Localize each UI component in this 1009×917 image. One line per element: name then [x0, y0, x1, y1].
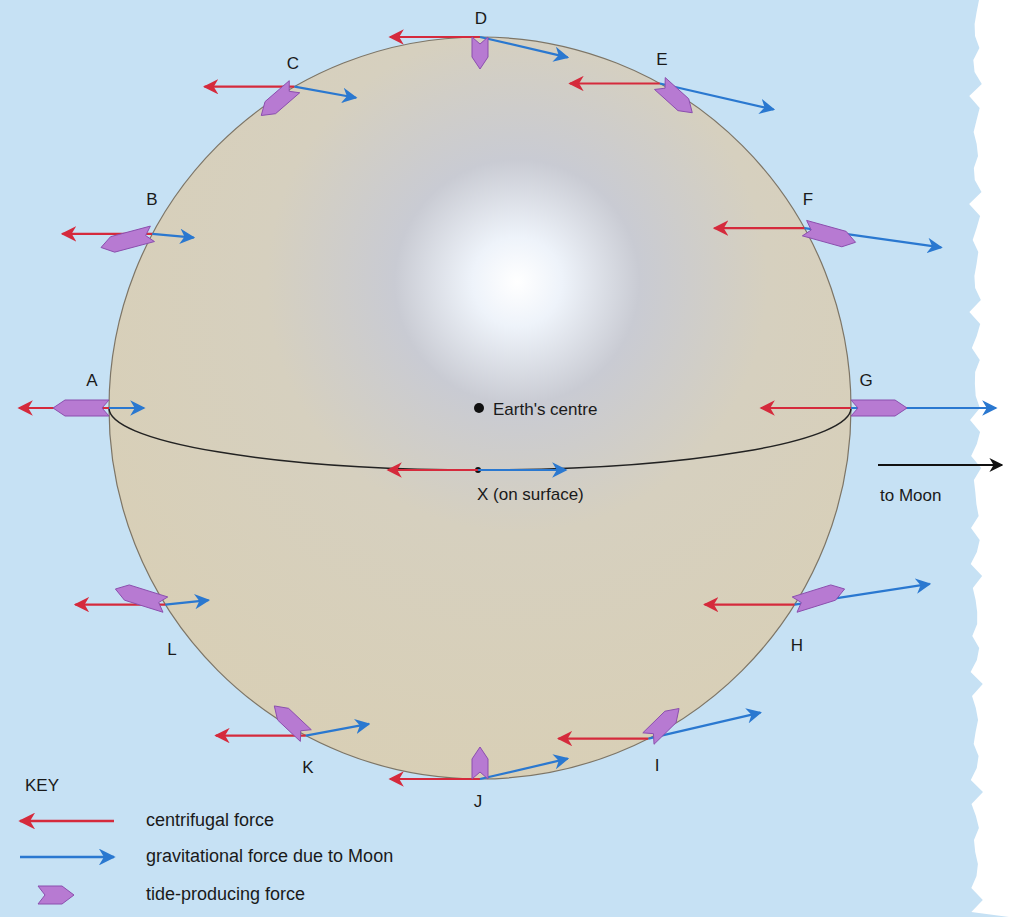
force-arrows [19, 37, 1002, 779]
tide-force-arrow [101, 226, 154, 252]
point-letter: G [859, 372, 872, 391]
centre-dot [474, 403, 484, 413]
centre-label: Earth's centre [493, 401, 597, 420]
gravity-arrow [165, 600, 208, 604]
point-letter: C [287, 55, 299, 74]
gravity-arrow [109, 407, 144, 409]
tide-force-arrow [472, 37, 488, 69]
tide-force-arrow [261, 81, 299, 116]
tide-force-arrow [655, 78, 693, 113]
point-letter: E [656, 51, 667, 70]
point-letter: I [655, 757, 660, 776]
centrifugal-arrow [570, 82, 660, 84]
legend-entry: centrifugal force [14, 806, 434, 836]
tide-force-arrow [792, 585, 844, 612]
centrifugal-arrow [390, 778, 480, 780]
key-heading: KEY [25, 777, 59, 796]
legend-text: gravitational force due to Moon [146, 846, 393, 867]
legend-text: centrifugal force [146, 810, 274, 831]
point-letter: A [86, 372, 97, 391]
tide-force-arrow [851, 400, 907, 416]
tide-force-arrow [643, 709, 679, 745]
legend-text: tide-producing force [146, 884, 305, 905]
legend-sample [14, 842, 124, 872]
gravity-arrow [152, 234, 193, 238]
point-letter: J [474, 793, 483, 812]
point-letter: D [475, 10, 487, 29]
tide-force-arrow [115, 585, 167, 612]
legend-sample [14, 880, 124, 910]
centrifugal-arrow [216, 734, 306, 736]
centrifugal-arrow [558, 737, 648, 739]
gravity-arrow [478, 469, 566, 471]
centrifugal-arrow [714, 227, 804, 229]
point-letter: K [302, 759, 313, 778]
tide-force-arrow [802, 220, 855, 246]
gravity-arrow [480, 37, 568, 57]
gravity-arrow [295, 87, 357, 98]
gravity-arrow [306, 724, 369, 736]
centrifugal-arrow [390, 36, 480, 38]
legend-centrifugal-sample [20, 820, 114, 822]
point-letter: B [146, 191, 157, 210]
legend-gravity-sample [20, 856, 114, 858]
legend-entry: gravitational force due to Moon [14, 842, 434, 872]
centrifugal-arrow [388, 469, 478, 471]
point-letter: H [791, 637, 803, 656]
centrifugal-arrow [761, 407, 851, 409]
tide-force-arrow [38, 886, 74, 904]
moon-direction-arrow [878, 464, 1002, 466]
tide-force-arrow [472, 747, 488, 779]
equator-line [109, 408, 851, 470]
torn-edge [969, 0, 1009, 917]
gravity-arrow [480, 759, 568, 779]
legend-sample [14, 806, 124, 836]
point-letter: F [803, 191, 813, 210]
legend-entry: tide-producing force [14, 880, 434, 910]
centrifugal-arrow [705, 603, 795, 605]
tide-force-arrow [274, 706, 311, 741]
direction-label: to Moon [880, 487, 941, 506]
point-label: X (on surface) [477, 486, 584, 505]
tide-force-arrow [53, 400, 109, 416]
earth-sphere [109, 37, 851, 779]
point-letter: L [167, 641, 176, 660]
